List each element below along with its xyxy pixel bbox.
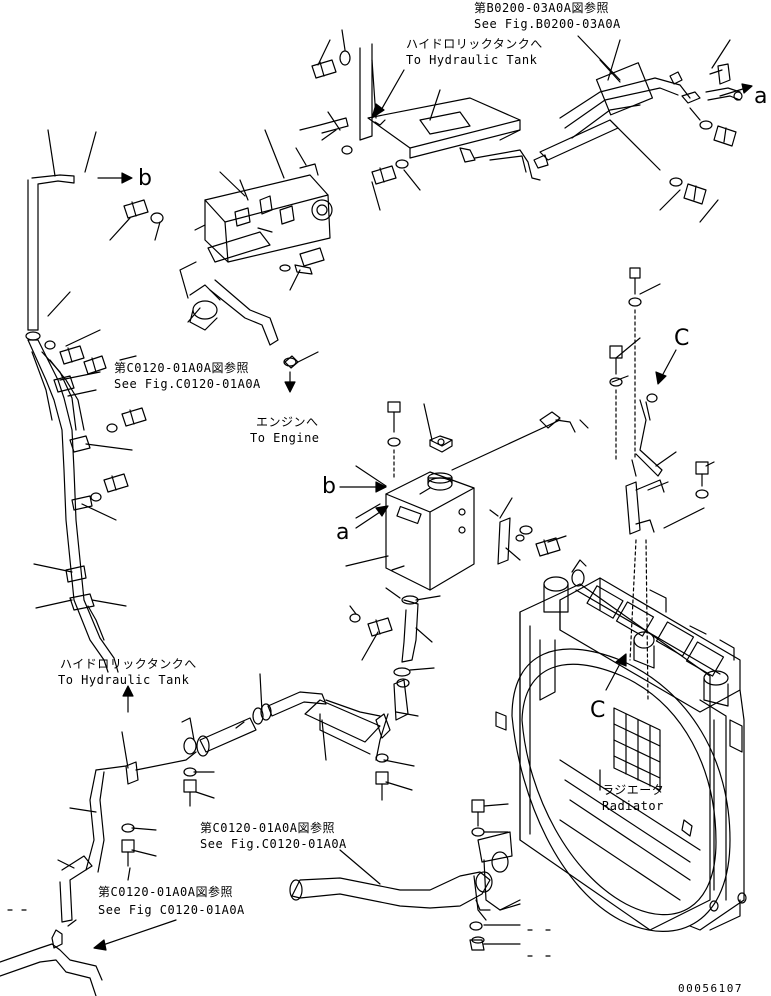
lower-hose-group — [0, 673, 521, 996]
hydraulic-tank-bracket — [311, 29, 541, 211]
ref-c0120-top-en: See Fig.C0120-01A0A — [114, 377, 261, 391]
upper-right-hose-group — [533, 39, 743, 223]
radiator-label-jp: ラジエータ — [602, 783, 665, 797]
ref-b0200-en: See Fig.B0200-03A0A — [474, 17, 621, 31]
ref-c0120-mid-en: See Fig.C0120-01A0A — [200, 837, 347, 851]
label-leaders — [7, 35, 753, 957]
marker-b-tank: b — [322, 474, 337, 499]
pipe-assembly-upper-left — [109, 117, 349, 369]
radiator — [495, 559, 747, 932]
ref-b0200-jp: 第B0200-03A0A図参照 — [474, 1, 609, 15]
to-hydraulic-tank-left-en: To Hydraulic Tank — [58, 673, 190, 687]
radiator-stay-bracket — [609, 267, 715, 701]
ref-c0120-bot-jp: 第C0120-01A0A図参照 — [98, 885, 233, 899]
marker-b-top: b — [138, 166, 153, 191]
ref-c0120-bot-en: See Fig C0120-01A0A — [98, 903, 245, 917]
marker-c-radiator: C — [590, 698, 606, 723]
ref-c0120-top-jp: 第C0120-01A0A図参照 — [114, 361, 249, 375]
to-hydraulic-tank-top-jp: ハイドロリックタンクへ — [406, 37, 543, 51]
to-hydraulic-tank-top-en: To Hydraulic Tank — [406, 53, 538, 67]
ref-c0120-mid-jp: 第C0120-01A0A図参照 — [200, 821, 335, 835]
reserve-tank — [345, 401, 589, 688]
radiator-label-en: Radiator — [602, 799, 664, 813]
to-engine-jp: エンジンへ — [256, 415, 319, 429]
marker-a-tank: a — [336, 520, 350, 545]
marker-a-top: a — [754, 84, 768, 109]
left-long-hose — [25, 129, 147, 673]
marker-c-top: C — [674, 326, 690, 351]
drawing-number: 00056107 — [678, 982, 743, 995]
to-hydraulic-tank-left-jp: ハイドロリックタンクへ — [60, 657, 197, 671]
to-engine-en: To Engine — [250, 431, 320, 445]
